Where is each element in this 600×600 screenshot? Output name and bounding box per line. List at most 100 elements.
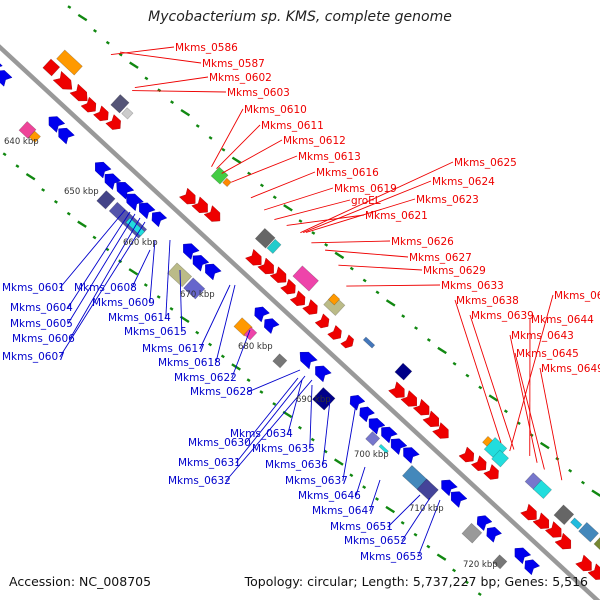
reverse-gene-label[interactable]: Mkms_0637 (285, 475, 348, 487)
reverse-gene-arrow[interactable] (189, 252, 210, 272)
purple-feature[interactable] (183, 277, 206, 300)
reverse-gene-label[interactable]: Mkms_0634 (230, 428, 293, 440)
reverse-gene-arrow[interactable] (474, 512, 493, 531)
forward-gene-arrow[interactable] (340, 334, 356, 351)
forward-gene-label[interactable]: Mkms_0586 (175, 42, 238, 54)
reverse-gene-label[interactable]: Mkms_0653 (360, 551, 423, 563)
reverse-gene-arrow[interactable] (483, 524, 502, 543)
cyan-feature[interactable] (532, 479, 552, 499)
reverse-gene-arrow[interactable] (112, 178, 135, 200)
cyan-feature[interactable] (266, 238, 282, 254)
reverse-gene-label[interactable]: Mkms_0605 (10, 318, 73, 330)
steelblue-feature[interactable] (578, 521, 599, 543)
reverse-gene-label[interactable]: Mkms_0604 (10, 302, 73, 314)
navy-feature[interactable] (416, 478, 439, 501)
forward-gene-arrow[interactable] (422, 410, 443, 431)
reverse-gene-arrow[interactable] (356, 404, 375, 423)
reverse-gene-label[interactable]: Mkms_0617 (142, 343, 205, 355)
forward-gene-label[interactable]: Mkms_0587 (202, 58, 265, 70)
forward-gene-arrow[interactable] (520, 503, 541, 524)
reverse-gene-arrow[interactable] (251, 304, 270, 323)
forward-gene-label[interactable]: Mkms_0613 (298, 151, 361, 163)
forward-gene-arrow[interactable] (245, 248, 265, 269)
reverse-gene-arrow[interactable] (296, 348, 318, 370)
light-gray-feature[interactable] (121, 107, 134, 120)
reverse-gene-arrow[interactable] (365, 415, 386, 435)
reverse-gene-arrow[interactable] (101, 170, 122, 191)
orange-feature[interactable] (56, 49, 83, 76)
forward-gene-label[interactable]: Mkms_0625 (454, 157, 517, 169)
forward-gene-arrow[interactable] (289, 290, 308, 309)
cyan-feature[interactable] (378, 443, 389, 454)
gray-feature[interactable] (254, 227, 276, 249)
forward-gene-arrow[interactable] (269, 266, 290, 287)
forward-gene-label[interactable]: Mkms_0624 (432, 176, 495, 188)
red-feature[interactable] (42, 58, 61, 77)
khaki-feature[interactable] (167, 262, 193, 288)
forward-gene-arrow[interactable] (93, 105, 111, 124)
forward-gene-label[interactable]: Mkms_0640 (554, 290, 600, 302)
reverse-gene-label[interactable]: Mkms_0614 (108, 312, 171, 324)
forward-gene-label[interactable]: Mkms_0633 (441, 280, 504, 292)
reverse-gene-label[interactable]: Mkms_0635 (252, 443, 315, 455)
reverse-gene-arrow[interactable] (201, 260, 222, 281)
forward-gene-arrow[interactable] (575, 554, 596, 575)
reverse-gene-label[interactable]: Mkms_0628 (190, 386, 253, 398)
reverse-gene-arrow[interactable] (179, 240, 200, 260)
forward-gene-arrow[interactable] (280, 278, 299, 297)
reverse-gene-label[interactable]: Mkms_0601 (2, 282, 65, 294)
reverse-gene-label[interactable]: Mkms_0615 (124, 326, 187, 338)
forward-gene-label[interactable]: Mkms_0649 (541, 363, 600, 375)
reverse-gene-label[interactable]: Mkms_0631 (178, 457, 241, 469)
forward-gene-label[interactable]: Mkms_0602 (209, 72, 272, 84)
reverse-gene-arrow[interactable] (45, 113, 66, 133)
gray-feature[interactable] (553, 504, 575, 526)
reverse-gene-arrow[interactable] (0, 67, 13, 87)
pink-feature[interactable] (292, 265, 319, 292)
forward-gene-label[interactable]: Mkms_0644 (531, 314, 594, 326)
orange-feature[interactable] (222, 177, 232, 188)
blue-feature[interactable] (362, 336, 376, 349)
forward-gene-arrow[interactable] (105, 114, 124, 133)
cyan-feature[interactable] (570, 517, 583, 530)
reverse-gene-label[interactable]: Mkms_0607 (2, 351, 65, 363)
forward-gene-label[interactable]: Mkms_0639 (471, 310, 534, 322)
forward-gene-arrow[interactable] (80, 96, 99, 115)
forward-gene-label[interactable]: Mkms_0603 (227, 87, 290, 99)
reverse-gene-arrow[interactable] (311, 362, 332, 383)
forward-gene-arrow[interactable] (544, 521, 565, 542)
forward-gene-label[interactable]: Mkms_0627 (409, 252, 472, 264)
reverse-gene-label[interactable]: Mkms_0646 (298, 490, 361, 502)
reverse-gene-label[interactable]: Mkms_0622 (174, 372, 237, 384)
forward-gene-arrow[interactable] (203, 205, 224, 226)
forward-gene-label[interactable]: Mkms_0629 (423, 265, 486, 277)
reverse-gene-arrow[interactable] (122, 190, 144, 212)
reverse-gene-arrow[interactable] (148, 208, 168, 228)
forward-gene-label[interactable]: Mkms_0643 (511, 330, 574, 342)
reverse-gene-arrow[interactable] (91, 158, 112, 179)
forward-gene-arrow[interactable] (470, 455, 489, 474)
reverse-gene-label[interactable]: Mkms_0609 (92, 297, 155, 309)
forward-gene-label[interactable]: Mkms_0623 (416, 194, 479, 206)
gray-feature[interactable] (492, 554, 508, 570)
forward-gene-arrow[interactable] (257, 257, 278, 278)
purple-feature[interactable] (365, 431, 381, 447)
forward-gene-arrow[interactable] (412, 398, 433, 419)
forward-gene-arrow[interactable] (532, 512, 553, 533)
forward-gene-label[interactable]: Mkms_0645 (516, 348, 579, 360)
forward-gene-arrow[interactable] (314, 313, 332, 331)
forward-gene-label[interactable]: Mkms_0621 (365, 210, 428, 222)
orange-feature[interactable] (28, 130, 41, 143)
reverse-gene-arrow[interactable] (511, 544, 532, 565)
reverse-gene-arrow[interactable] (521, 556, 541, 576)
forward-gene-arrow[interactable] (554, 532, 575, 553)
forward-gene-label[interactable]: Mkms_0626 (391, 236, 454, 248)
reverse-gene-label[interactable]: Mkms_0632 (168, 475, 231, 487)
forward-gene-arrow[interactable] (388, 381, 409, 402)
reverse-gene-label[interactable]: Mkms_0652 (344, 535, 407, 547)
reverse-gene-label[interactable]: Mkms_0647 (312, 505, 375, 517)
reverse-gene-arrow[interactable] (447, 488, 468, 508)
forward-gene-label[interactable]: Mkms_0638 (456, 295, 519, 307)
forward-gene-arrow[interactable] (432, 422, 453, 443)
forward-gene-arrow[interactable] (52, 70, 76, 93)
